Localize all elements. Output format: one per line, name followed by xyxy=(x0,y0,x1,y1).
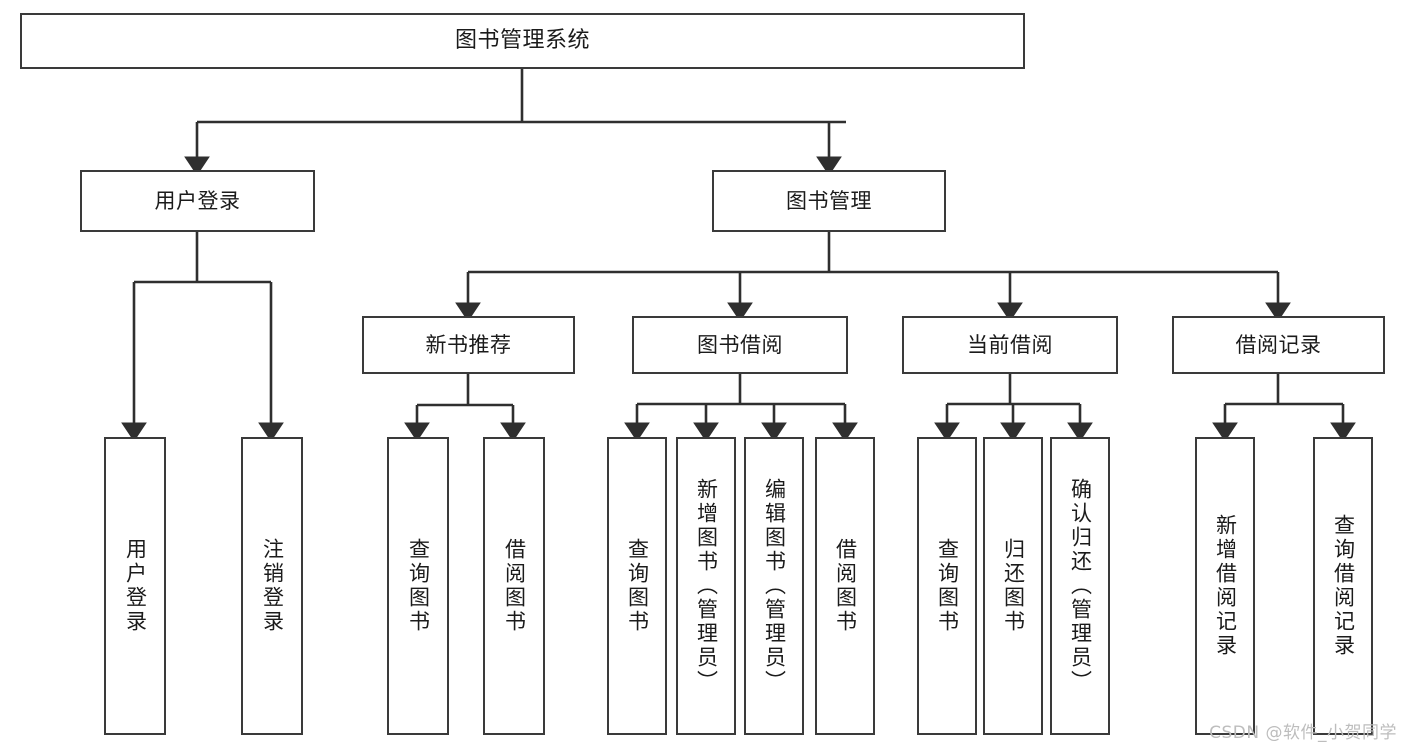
leaf-add-book[interactable]: 新增图书（管理员） xyxy=(676,437,736,735)
watermark: CSDN @软件_小贺同学 xyxy=(1209,723,1397,743)
leaf-add-book-label: 新增图书（管理员） xyxy=(694,478,719,694)
leaf-borrow-book-recommend-label: 借阅图书 xyxy=(502,538,527,634)
leaf-query-book-borrow[interactable]: 查询图书 xyxy=(607,437,667,735)
leaf-add-borrow-record-label: 新增借阅记录 xyxy=(1213,514,1238,658)
leaf-query-book-recommend[interactable]: 查询图书 xyxy=(387,437,449,735)
leaf-borrow-book-label: 借阅图书 xyxy=(833,538,858,634)
node-book-management[interactable]: 图书管理 xyxy=(712,170,946,232)
node-book-borrow[interactable]: 图书借阅 xyxy=(632,316,848,374)
leaf-borrow-book-recommend[interactable]: 借阅图书 xyxy=(483,437,545,735)
node-current-borrow[interactable]: 当前借阅 xyxy=(902,316,1118,374)
leaf-query-book-current[interactable]: 查询图书 xyxy=(917,437,977,735)
leaf-query-book-current-label: 查询图书 xyxy=(935,538,960,634)
node-new-book-recommend[interactable]: 新书推荐 xyxy=(362,316,575,374)
node-root-label: 图书管理系统 xyxy=(454,28,590,54)
node-user-login-label: 用户登录 xyxy=(154,188,241,213)
leaf-return-book[interactable]: 归还图书 xyxy=(983,437,1043,735)
leaf-edit-book-label: 编辑图书（管理员） xyxy=(762,478,787,694)
node-new-book-recommend-label: 新书推荐 xyxy=(425,332,512,357)
leaf-add-borrow-record[interactable]: 新增借阅记录 xyxy=(1195,437,1255,735)
leaf-query-book-borrow-label: 查询图书 xyxy=(625,538,650,634)
leaf-borrow-book[interactable]: 借阅图书 xyxy=(815,437,875,735)
node-book-borrow-label: 图书借阅 xyxy=(697,332,783,357)
leaf-user-login-label: 用户登录 xyxy=(123,538,148,634)
node-user-login[interactable]: 用户登录 xyxy=(80,170,315,232)
leaf-confirm-return[interactable]: 确认归还（管理员） xyxy=(1050,437,1110,735)
node-borrow-record-label: 借阅记录 xyxy=(1235,332,1322,357)
leaf-query-book-recommend-label: 查询图书 xyxy=(406,538,431,634)
node-borrow-record[interactable]: 借阅记录 xyxy=(1172,316,1385,374)
leaf-logout-label: 注销登录 xyxy=(260,538,285,634)
leaf-query-borrow-record-label: 查询借阅记录 xyxy=(1331,514,1356,658)
node-book-management-label: 图书管理 xyxy=(786,188,872,213)
node-current-borrow-label: 当前借阅 xyxy=(967,332,1053,357)
leaf-confirm-return-label: 确认归还（管理员） xyxy=(1068,478,1093,694)
node-root[interactable]: 图书管理系统 xyxy=(20,13,1025,69)
leaf-edit-book[interactable]: 编辑图书（管理员） xyxy=(744,437,804,735)
leaf-return-book-label: 归还图书 xyxy=(1001,538,1026,634)
leaf-query-borrow-record[interactable]: 查询借阅记录 xyxy=(1313,437,1373,735)
leaf-user-login[interactable]: 用户登录 xyxy=(104,437,166,735)
leaf-logout[interactable]: 注销登录 xyxy=(241,437,303,735)
